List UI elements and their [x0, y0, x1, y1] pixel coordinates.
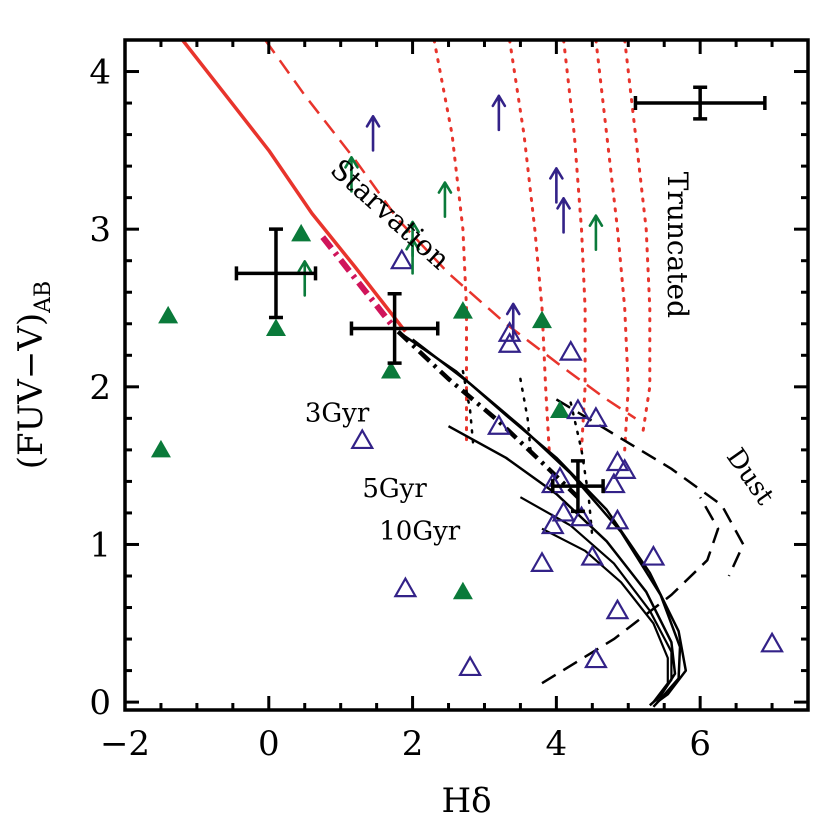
point-filled-triangle	[452, 301, 473, 319]
track-line-dotted	[461, 369, 475, 452]
point-filled-triangle	[265, 318, 286, 336]
axis-ticks	[123, 38, 810, 710]
point-upper-limit-arrow	[588, 214, 604, 251]
y-tick-label: 4	[89, 53, 111, 93]
x-tick-label: 4	[546, 724, 568, 764]
point-open-triangle	[641, 544, 666, 566]
track-line-dashed	[541, 496, 720, 685]
track-line-solid	[541, 527, 669, 703]
annotation-label: Dust	[720, 443, 780, 511]
x-tick-label: −2	[100, 724, 150, 764]
point-open-triangle	[605, 450, 630, 472]
error-bar-cross	[633, 85, 767, 121]
track-line-solid	[411, 338, 682, 708]
x-tick-label: 6	[689, 724, 711, 764]
point-upper-limit-arrow	[549, 167, 564, 204]
y-tick-label: 0	[89, 683, 111, 723]
track-line-dotted	[594, 40, 630, 452]
track-line-dashdot	[320, 235, 394, 326]
annotation-label: 3Gyr	[305, 399, 370, 429]
point-open-triangle	[558, 339, 583, 361]
x-tick-label: 2	[402, 724, 424, 764]
point-open-triangle	[350, 428, 375, 450]
plot-frame	[123, 38, 810, 712]
point-open-triangle	[540, 513, 565, 535]
point-filled-triangle	[531, 310, 552, 329]
point-open-triangle	[551, 500, 576, 522]
annotation-label: 10Gyr	[379, 517, 461, 547]
y-axis-label-sub: AB	[31, 281, 56, 314]
annotation-label: 5Gyr	[362, 474, 427, 504]
point-upper-limit-arrow	[437, 181, 453, 218]
point-filled-triangle	[549, 400, 570, 418]
point-open-triangle	[580, 544, 605, 566]
point-open-triangle	[605, 598, 630, 620]
point-open-triangle	[566, 398, 590, 420]
track-line-dotted	[562, 40, 587, 452]
point-open-triangle	[497, 321, 522, 342]
y-axis-label: (FUV−V)AB	[11, 281, 56, 469]
y-tick-label: 1	[89, 525, 111, 565]
point-open-triangle	[393, 576, 418, 598]
point-open-triangle	[569, 505, 594, 527]
track-line-dotted	[569, 401, 594, 538]
point-open-triangle	[760, 631, 784, 653]
track-line-dotted	[519, 377, 533, 460]
point-upper-limit-arrow	[556, 197, 571, 234]
point-open-triangle	[486, 414, 511, 435]
error-bars	[234, 85, 767, 514]
point-upper-limit-arrow	[344, 156, 359, 193]
annotation-label: Truncated	[661, 172, 694, 318]
point-open-triangle	[530, 551, 554, 572]
y-tick-label: 3	[89, 210, 111, 250]
point-upper-limit-arrow	[505, 302, 521, 340]
x-tick-label: 0	[258, 724, 280, 764]
track-line-dotted	[508, 40, 551, 452]
point-filled-triangle	[158, 305, 179, 324]
data-points	[150, 94, 784, 677]
point-filled-triangle	[452, 581, 473, 600]
y-axis-label-main: (FUV−V)	[11, 313, 51, 469]
error-bar-cross	[234, 227, 318, 320]
point-open-triangle	[458, 655, 482, 677]
track-line-dashdot	[396, 329, 580, 499]
point-upper-limit-arrow	[491, 94, 507, 132]
point-filled-triangle	[150, 439, 171, 458]
track-line-dotted	[432, 40, 468, 444]
point-open-triangle	[601, 472, 626, 494]
point-open-triangle	[389, 248, 414, 270]
track-line-dashed	[264, 40, 637, 420]
point-upper-limit-arrow	[365, 115, 381, 152]
model-tracks	[181, 40, 745, 708]
track-line-solid	[181, 40, 407, 333]
point-upper-limit-arrow	[297, 260, 313, 297]
track-line-dashed	[555, 398, 745, 577]
point-open-triangle	[497, 332, 522, 353]
point-open-triangle	[584, 647, 608, 669]
annotation-label: Starvation	[324, 152, 456, 276]
point-open-triangle	[612, 458, 637, 479]
error-bar-cross	[551, 459, 605, 514]
error-bar-cross	[349, 292, 440, 365]
y-tick-label: 2	[89, 368, 111, 408]
point-filled-triangle	[291, 223, 312, 242]
point-open-triangle	[584, 406, 608, 427]
x-axis-label: Hδ	[441, 781, 491, 821]
track-line-dotted	[623, 40, 652, 436]
point-filled-triangle	[381, 361, 402, 379]
point-upper-limit-arrow	[405, 238, 420, 275]
point-open-triangle	[605, 508, 630, 530]
